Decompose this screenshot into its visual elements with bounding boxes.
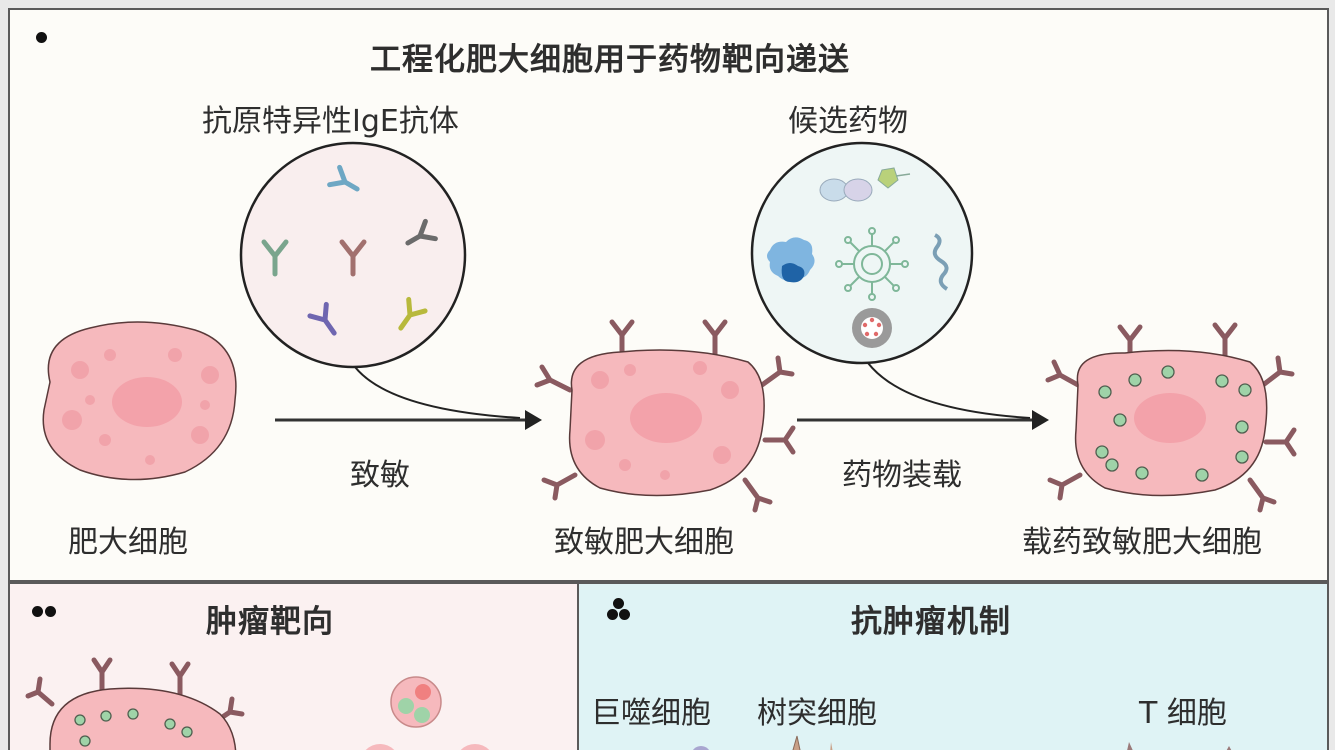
panel-marker-dot-left <box>607 609 618 620</box>
nucleic-acid-icon <box>932 233 949 291</box>
panel-marker-dot-2 <box>45 606 56 617</box>
virus-icon <box>835 227 909 301</box>
tumor-graphics <box>25 657 490 750</box>
cell-label-sensitized: 致敏肥大细胞 <box>554 525 734 560</box>
panel-antitumor-mechanism: 抗肿瘤机制 巨噬细胞 树突细胞 T 细胞 <box>577 582 1329 750</box>
arrow-label-drug-loading: 药物装载 <box>842 458 962 493</box>
cell-label-dendritic: 树突细胞 <box>757 696 877 731</box>
granule-cluster <box>390 676 442 728</box>
arrow-label-sensitization: 致敏 <box>350 458 410 493</box>
drug-bubble-label: 候选药物 <box>788 104 908 139</box>
immune-graphics <box>693 735 1232 750</box>
panel-tumor-targeting: 肿瘤靶向 <box>8 582 579 750</box>
cell-label-macrophage: 巨噬细胞 <box>591 696 711 731</box>
panel-marker-single-dot <box>36 32 47 43</box>
panel-marker-dot-right <box>619 609 630 620</box>
nanoparticle-icon <box>852 308 892 348</box>
arrow-sensitization <box>275 410 542 430</box>
panel-marker-dot-top <box>613 598 624 609</box>
panel-title: 肿瘤靶向 <box>206 604 334 640</box>
panel-marker-dot-1 <box>32 606 43 617</box>
mast-cell-sensitized <box>534 319 796 513</box>
panel-title: 工程化肥大细胞用于药物靶向递送 <box>370 42 850 78</box>
cell-label-t-cell: T 细胞 <box>1139 696 1227 731</box>
antibody-bubble <box>239 141 521 419</box>
mast-cell-plain <box>42 321 237 481</box>
diagram-graphics <box>42 141 1297 513</box>
antibody-bubble-label: 抗原特异性IgE抗体 <box>202 104 459 139</box>
mast-cell-drug-loaded <box>1045 322 1297 513</box>
arrow-drug-loading <box>797 410 1049 430</box>
cell-label-mast-cell: 肥大细胞 <box>68 525 188 560</box>
panel-engineered-mast-cells: 工程化肥大细胞用于药物靶向递送 抗原特异性IgE抗体 候选药物 <box>8 8 1329 582</box>
drug-bubble <box>750 141 1031 419</box>
panel-title: 抗肿瘤机制 <box>851 604 1011 640</box>
small-molecule-icon <box>819 167 911 202</box>
protein-icon <box>767 237 815 283</box>
cell-label-drug-loaded: 载药致敏肥大细胞 <box>1022 525 1262 560</box>
